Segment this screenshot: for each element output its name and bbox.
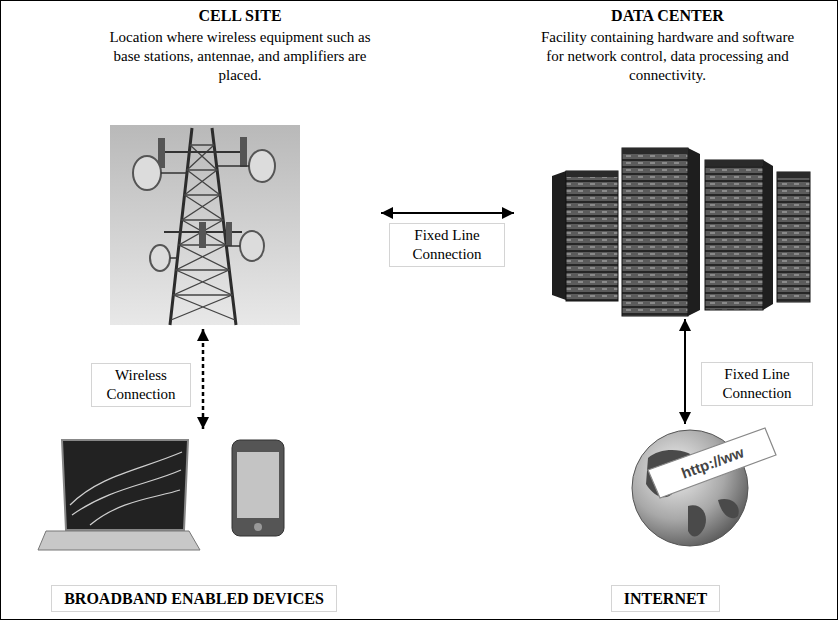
phone-screen [237, 452, 279, 518]
node-heading: INTERNET [611, 585, 721, 612]
phone-illustration [232, 440, 284, 536]
antenna-panel [240, 137, 247, 167]
cell-site-box: CELL SITE Location where wireless equipme… [100, 6, 380, 328]
antenna-panel [199, 222, 206, 248]
connection-label: Wireless Connection [91, 363, 191, 407]
globe [632, 430, 748, 546]
node-heading: CELL SITE [198, 6, 281, 25]
rack-side [552, 171, 566, 300]
wireless-connector [202, 329, 205, 429]
node-description: Location where wireless equipment such a… [109, 28, 371, 85]
node-heading: BROADBAND ENABLED DEVICES [51, 585, 337, 612]
microwave-dish [249, 150, 275, 182]
fixed-line-connector [381, 212, 514, 214]
phone-body [232, 440, 284, 536]
connection-label: Fixed Line Connection [389, 223, 505, 267]
tower-legs [170, 128, 236, 325]
laptop-screen [62, 440, 188, 530]
screen-swoosh [70, 452, 182, 525]
microwave-dish [133, 156, 161, 190]
node-heading: DATA CENTER [611, 6, 724, 25]
sky-photo [110, 125, 300, 325]
url-tag [648, 428, 776, 498]
node-description: Facility containing hardware and softwar… [537, 28, 799, 85]
fixed-line-connector [684, 319, 686, 424]
server-rack [566, 171, 618, 301]
dish-mounts [161, 166, 249, 258]
tower-rungs [174, 145, 233, 295]
rack-top [777, 172, 810, 178]
antenna-panel [226, 222, 232, 246]
server-rack [777, 172, 810, 302]
server-rack [622, 148, 688, 316]
connection-label: Fixed Line Connection [701, 362, 813, 406]
server-rack [705, 160, 763, 310]
devices-box: BROADBAND ENABLED DEVICES [38, 430, 350, 612]
globe-illustration [632, 428, 776, 546]
server-racks-illustration [552, 148, 810, 316]
continent [718, 499, 739, 518]
laptop-base [38, 531, 200, 550]
tower-arms [160, 152, 246, 232]
rack-side [688, 148, 700, 316]
rack-side [763, 160, 773, 310]
rack-top [566, 171, 618, 177]
microwave-dish [240, 231, 264, 261]
internet-box: INTERNET [548, 425, 783, 612]
data-center-box: DATA CENTER Facility containing hardware … [515, 6, 820, 318]
continent [688, 505, 706, 536]
laptop-illustration [38, 440, 200, 550]
microwave-dish [150, 245, 170, 271]
cell-tower-illustration [110, 125, 300, 325]
rack-top [622, 148, 688, 154]
rack-top [705, 160, 763, 166]
phone-button [254, 523, 262, 531]
